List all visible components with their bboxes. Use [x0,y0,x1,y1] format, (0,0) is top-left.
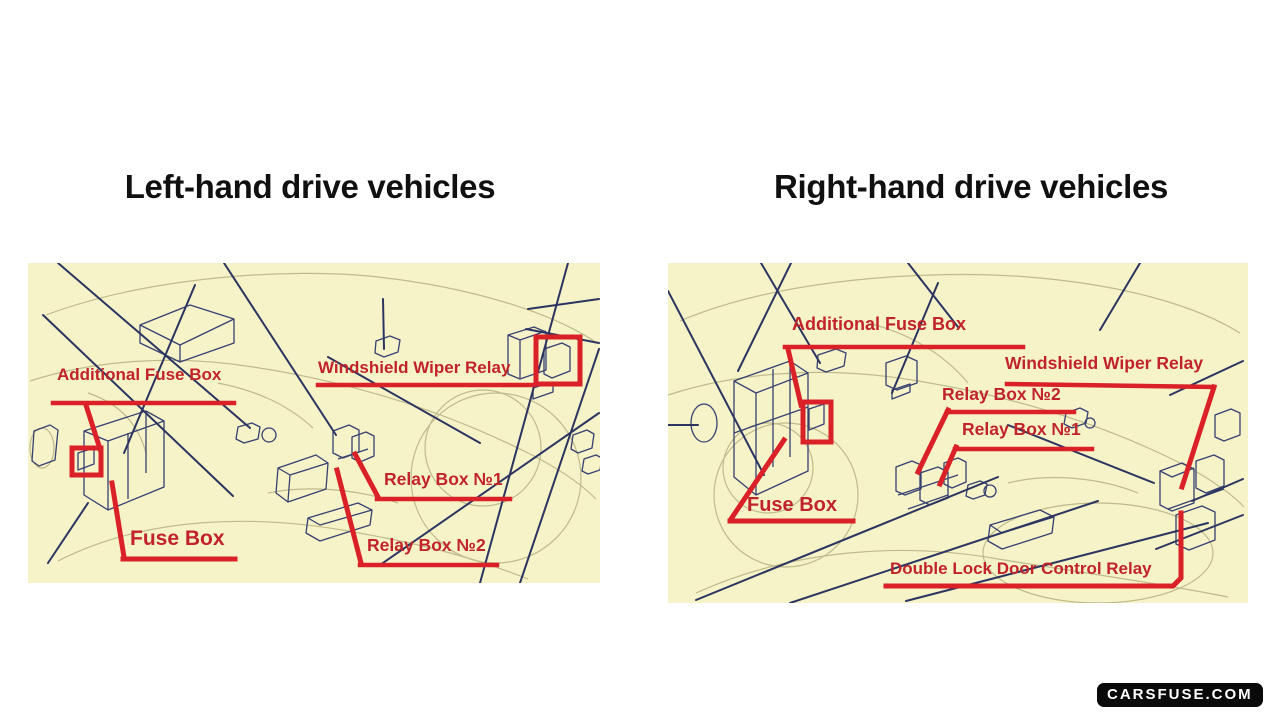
relay-box-2-pointer [914,406,952,476]
additional-fuse-box-marker [800,399,834,445]
relay-box-1-pointer [351,450,382,501]
dashboard-line-art [29,263,600,583]
label-double-lock-door-control-relay: Double Lock Door Control Relay [890,559,1152,578]
label-relay-box-2: Relay Box №2 [367,535,486,555]
additional-fuse-box-pointer [82,401,104,453]
right-diagram: Additional Fuse Box Windshield Wiper Rel… [668,263,1248,603]
double-lock-door-control-relay-callout [883,510,1184,589]
callout-lines [727,344,1218,589]
left-diagram-art [29,263,600,583]
windshield-wiper-relay-marker [533,334,583,387]
fuse-box-pointer [727,436,788,523]
label-windshield-wiper-relay: Windshield Wiper Relay [1005,353,1204,373]
left-diagram: Additional Fuse Box Windshield Wiper Rel… [28,263,600,583]
label-relay-box-2: Relay Box №2 [942,384,1061,404]
right-diagram-art [668,263,1245,603]
label-additional-fuse-box: Additional Fuse Box [57,365,222,384]
label-fuse-box: Fuse Box [130,527,225,550]
label-relay-box-1: Relay Box №1 [384,469,503,489]
right-title: Right-hand drive vehicles [773,168,1169,205]
left-title: Left-hand drive vehicles [124,168,496,205]
label-additional-fuse-box: Additional Fuse Box [792,314,967,334]
additional-fuse-box-pointer [784,345,805,409]
label-fuse-box: Fuse Box [747,494,838,516]
relay-box-2-pointer [333,466,365,567]
windshield-wiper-relay-underline [1004,381,1217,390]
label-windshield-wiper-relay: Windshield Wiper Relay [318,358,511,377]
windshield-wiper-relay-pointer [1178,383,1218,491]
label-relay-box-1: Relay Box №1 [962,419,1081,439]
fuse-box-location-marker [69,445,104,478]
relay-box-1-pointer [936,443,960,488]
callout-lines [50,334,583,568]
carsfuse-watermark: CARSFUSE.COM [1097,683,1263,707]
dashboard-line-art [668,263,1245,603]
fuse-box-pointer [109,480,127,560]
